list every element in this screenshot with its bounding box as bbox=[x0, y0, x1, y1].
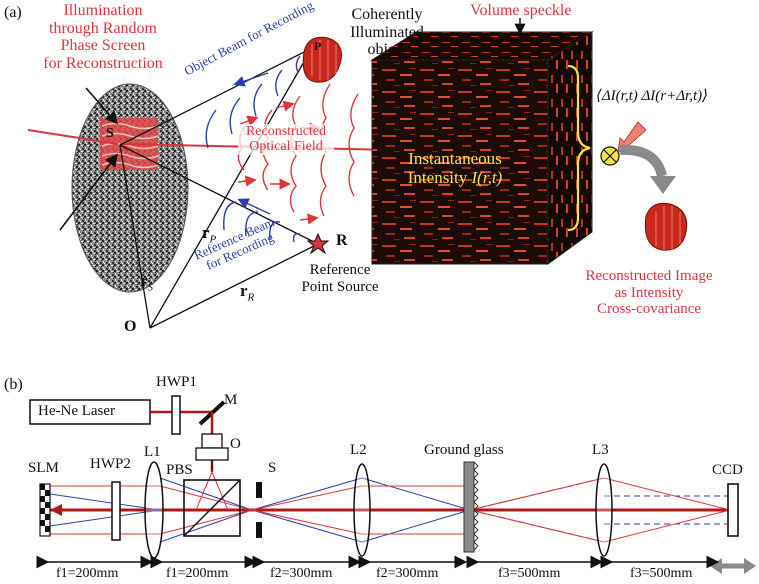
pbs-label: PBS bbox=[166, 462, 193, 478]
ccd-sensor bbox=[727, 483, 739, 537]
distance-label-4: f2=300mm bbox=[376, 566, 439, 581]
random-phase-screen bbox=[71, 83, 189, 293]
distance-label-6: f3=500mm bbox=[630, 566, 693, 581]
output-arrow bbox=[619, 144, 667, 178]
instantaneous-intensity-label: Instantaneous Intensity I(r,t) bbox=[407, 149, 503, 187]
geometry-lines bbox=[119, 47, 319, 329]
l1-label: L1 bbox=[144, 444, 161, 460]
label-O: O bbox=[124, 318, 137, 335]
laser-label: He-Ne Laser bbox=[38, 403, 116, 419]
l3-label: L3 bbox=[592, 442, 609, 458]
reference-source-label: Reference Point Source bbox=[301, 262, 379, 295]
yellow-bracket bbox=[567, 64, 591, 232]
shutter-label: S bbox=[268, 460, 277, 476]
distance-label-3: f2=300mm bbox=[270, 566, 333, 581]
ground-glass-label: Ground glass bbox=[424, 442, 504, 458]
hwp1-plate bbox=[171, 395, 181, 435]
object-beam-wavefronts bbox=[205, 55, 301, 149]
volume-speckle-label: Volume speckle bbox=[470, 2, 572, 19]
hwp2-plate bbox=[111, 481, 121, 541]
correlation-formula: ⟨ΔI(r,t) ΔI(r+Δr,t)⟩ bbox=[596, 88, 708, 104]
reference-beam-wavefronts bbox=[223, 201, 301, 243]
objective-top bbox=[201, 433, 223, 449]
panel-a-label: (a) bbox=[4, 4, 22, 21]
slm-device bbox=[39, 483, 51, 537]
objective-label: O bbox=[230, 436, 241, 452]
pbs-cube bbox=[183, 479, 241, 537]
coherent-object-label: Coherently Illuminated object bbox=[350, 6, 424, 59]
label-R: R bbox=[336, 232, 348, 249]
reference-beam-arrow bbox=[237, 198, 271, 215]
ground-glass bbox=[463, 461, 475, 553]
intensity-symbol: I(r,t) bbox=[471, 167, 503, 187]
label-S: S bbox=[106, 126, 114, 141]
object-stripes bbox=[311, 40, 337, 80]
illumination-ray bbox=[27, 129, 119, 145]
shutter bbox=[256, 482, 262, 498]
reference-point-star bbox=[306, 232, 330, 255]
hwp1-label: HWP1 bbox=[156, 374, 197, 390]
label-rS: rS bbox=[140, 271, 154, 294]
pointer-arrow-2 bbox=[59, 153, 118, 231]
label-P: P bbox=[314, 39, 322, 53]
mirror-label: M bbox=[224, 392, 238, 408]
ccd-label: CCD bbox=[712, 462, 743, 478]
label-rP: rP bbox=[202, 223, 217, 246]
reconstructed-image-label: Reconstructed Image as Intensity Cross-c… bbox=[585, 268, 713, 317]
pointer-arrow-1 bbox=[85, 87, 119, 125]
panel-b-label: (b) bbox=[4, 376, 23, 393]
hwp2-label: HWP2 bbox=[90, 456, 131, 472]
lens-l3 bbox=[595, 463, 613, 557]
red-rays bbox=[50, 471, 731, 543]
laser-box bbox=[29, 399, 151, 425]
l2-label: L2 bbox=[350, 442, 367, 458]
illumination-title: Illumination through Random Phase Screen… bbox=[43, 2, 163, 72]
distance-label-1: f1=200mm bbox=[56, 566, 119, 581]
distance-label-2: f1=200mm bbox=[166, 566, 229, 581]
lens-l1 bbox=[144, 461, 164, 559]
cube-front bbox=[371, 59, 549, 265]
object-shape bbox=[302, 36, 342, 83]
lens-l2 bbox=[353, 463, 371, 557]
reconstructed-arrows bbox=[237, 100, 321, 225]
object-beam-arrow bbox=[233, 72, 269, 87]
label-rR: rR bbox=[240, 281, 255, 304]
distance-label-5: f3=500mm bbox=[498, 566, 561, 581]
slm-label: SLM bbox=[28, 460, 59, 476]
reconstructed-field-label: Reconstructed Optical Field bbox=[238, 124, 334, 155]
ccd-translation-arrow bbox=[710, 558, 756, 574]
objective-bottom bbox=[195, 447, 229, 461]
